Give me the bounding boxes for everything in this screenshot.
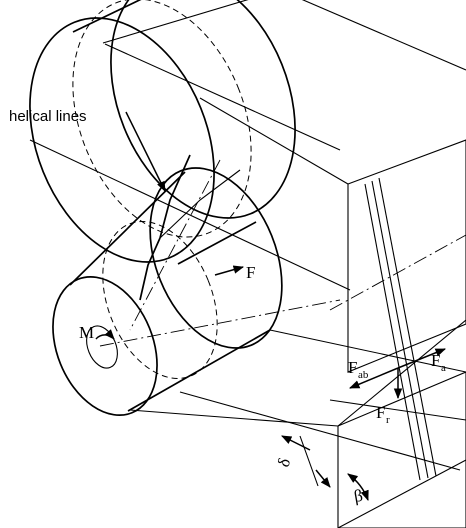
delta-arrow-upper — [281, 435, 311, 451]
label-Fr-sub: r — [386, 414, 390, 426]
upper-block-face — [347, 139, 466, 373]
delta-extension-line — [299, 435, 319, 487]
helical-pointer-arrow — [125, 111, 166, 192]
upper-block-back-top — [301, 0, 466, 71]
pinion-front-face — [52, 276, 158, 416]
lower-block-top-edge — [337, 319, 466, 427]
beta-arc — [347, 473, 369, 501]
force-Fa-arrow — [397, 348, 446, 369]
pinion-bore — [86, 325, 118, 369]
upper-gear-front-face — [29, 17, 215, 263]
delta-arrow-lower — [315, 469, 331, 488]
pinion-axis-line — [99, 299, 341, 347]
pinion-top-edge — [69, 171, 186, 286]
label-Fab-main: F — [348, 358, 357, 377]
center-line — [129, 159, 221, 331]
upper-block-helix-1 — [364, 183, 421, 481]
lower-pinion — [52, 159, 341, 416]
upper-gear-mid-line — [29, 139, 351, 291]
upper-block — [102, 0, 466, 481]
helical-line-2 — [139, 237, 161, 301]
label-F: F — [246, 263, 255, 282]
lower-block-bottom-edge — [337, 459, 466, 528]
angle-dimensions — [281, 435, 369, 501]
upper-gear — [29, 0, 351, 291]
upper-gear-bottom-edge — [177, 221, 257, 265]
helical-line-1 — [159, 154, 191, 239]
upper-block-helix-2 — [371, 180, 429, 479]
label-Fab: F ab — [348, 358, 369, 381]
upper-gear-top-line — [104, 43, 341, 151]
force-arrows — [95, 111, 446, 400]
label-delta: δ — [274, 456, 295, 469]
lower-block — [129, 319, 466, 528]
upper-gear-back-face — [110, 0, 296, 219]
label-Fab-sub: ab — [358, 369, 369, 381]
moment-M-arrow — [95, 329, 115, 340]
lower-block-upper-line — [269, 329, 466, 373]
helical-line-3 — [159, 169, 241, 239]
label-beta: β — [352, 486, 364, 506]
upper-block-helix-3 — [378, 177, 437, 477]
lower-block-face — [337, 371, 466, 528]
label-Fr-main: F — [376, 403, 385, 422]
upper-gear-pitch-circle — [72, 0, 252, 238]
force-Fab-arrow — [349, 367, 399, 389]
pinion-bottom-edge — [127, 329, 271, 412]
label-Fa-main: F — [431, 351, 440, 370]
lower-block-inner-line — [329, 399, 466, 421]
upper-block-chain-line — [329, 234, 466, 311]
pinion-back-face — [149, 167, 283, 349]
label-Fa: F a — [431, 351, 446, 374]
label-helical-lines: helical lines — [9, 108, 87, 125]
label-Fr: F r — [376, 403, 390, 426]
force-F-arrow — [214, 265, 245, 276]
label-M: M — [79, 323, 94, 342]
upper-gear-top-edge — [72, 0, 142, 33]
upper-block-top-edge — [102, 0, 249, 44]
upper-block-diag — [199, 97, 349, 185]
helical-contact-lines — [139, 154, 241, 301]
pinion-pitch-circle — [102, 221, 218, 379]
lower-block-left-edge — [129, 409, 339, 427]
label-Fa-sub: a — [441, 362, 446, 374]
lower-block-mid-line — [179, 391, 461, 471]
